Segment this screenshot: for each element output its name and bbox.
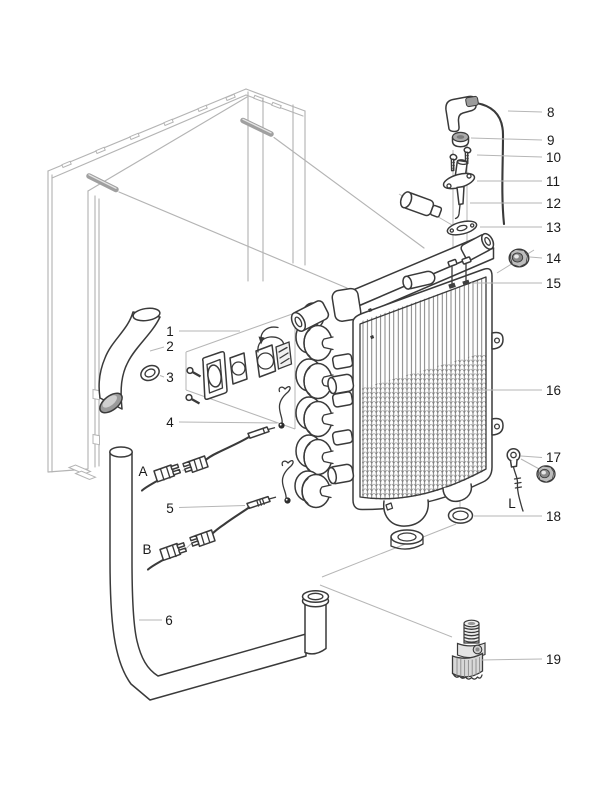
callout-11: 11 xyxy=(546,174,560,189)
sensor-probe xyxy=(247,426,270,439)
right-edge-lugs xyxy=(491,331,504,436)
ignition-cable-part8 xyxy=(445,95,506,226)
callout-4: 4 xyxy=(166,415,174,430)
heat-exchanger-part16 xyxy=(290,232,504,550)
callout-2: 2 xyxy=(166,339,174,354)
sensor-grommet xyxy=(278,422,285,429)
ignition-boss-stub xyxy=(460,232,495,261)
callout-5: 5 xyxy=(166,501,174,516)
callout-3: 3 xyxy=(166,370,174,385)
callout-9: 9 xyxy=(547,133,555,148)
ground-terminal-part17 xyxy=(506,447,524,512)
callout-labels: 1 2 3 4 5 6 8 9 10 11 12 13 14 15 16 17 … xyxy=(138,105,561,667)
retaining-clip xyxy=(281,460,294,500)
sensor-part4 xyxy=(182,386,291,474)
curved-pipe-part2 xyxy=(98,307,161,414)
screw xyxy=(185,393,201,405)
sight-glass-flange xyxy=(255,344,277,378)
callout-6: 6 xyxy=(165,613,173,628)
mounting-alignment-lines xyxy=(118,136,425,289)
retaining-clip xyxy=(278,386,291,424)
top-handle-cylinder xyxy=(402,270,436,290)
sight-glass-assembly-part1 xyxy=(185,326,293,405)
callout-14: 14 xyxy=(546,251,562,266)
sight-glass-gasket xyxy=(229,352,248,385)
connector-a xyxy=(140,463,182,492)
flange-nut-part17 xyxy=(536,465,556,483)
dense-fins-texture xyxy=(362,352,486,500)
bottom-sump xyxy=(383,483,473,550)
face-inner-frame xyxy=(359,276,487,500)
callout-18: 18 xyxy=(546,509,561,524)
flange-nut-part14 xyxy=(508,248,530,268)
callout-10: 10 xyxy=(546,150,561,165)
callout-15: 15 xyxy=(546,276,561,291)
callout-L: L xyxy=(508,496,516,511)
gasket-part13 xyxy=(446,220,478,236)
drain-valve-part19 xyxy=(451,619,486,680)
serpentine-manifold xyxy=(294,302,354,509)
callout-12: 12 xyxy=(546,196,561,211)
mounting-studs-part15 xyxy=(448,263,470,289)
bushing-part9 xyxy=(451,131,470,148)
callout-17: 17 xyxy=(546,450,561,465)
leader-lines xyxy=(139,110,543,661)
callout-8: 8 xyxy=(547,105,555,120)
sleeve-part12 xyxy=(399,191,443,218)
callout-13: 13 xyxy=(546,220,561,235)
left-connection-stubs xyxy=(290,300,355,485)
electrode-part11 xyxy=(442,159,476,220)
callout-19: 19 xyxy=(546,652,561,667)
callout-B: B xyxy=(142,542,151,557)
pipe-part6 xyxy=(109,446,330,701)
cabinet-hinge-pins xyxy=(86,117,274,193)
sensor-part5 xyxy=(189,460,294,548)
screw xyxy=(186,366,202,378)
pipe-stub-flange xyxy=(301,589,330,655)
top-plate-left-block xyxy=(331,287,362,323)
cabinet-slots xyxy=(61,93,282,481)
connector-b xyxy=(146,542,188,571)
sensor-grommet xyxy=(284,497,291,504)
callout-1: 1 xyxy=(166,324,174,339)
callout-A: A xyxy=(138,464,147,479)
screws-part10 xyxy=(449,146,472,172)
o-ring-part3 xyxy=(140,364,160,382)
o-ring-part18 xyxy=(447,507,474,524)
callout-16: 16 xyxy=(546,383,561,398)
cabinet-frame xyxy=(47,88,425,481)
